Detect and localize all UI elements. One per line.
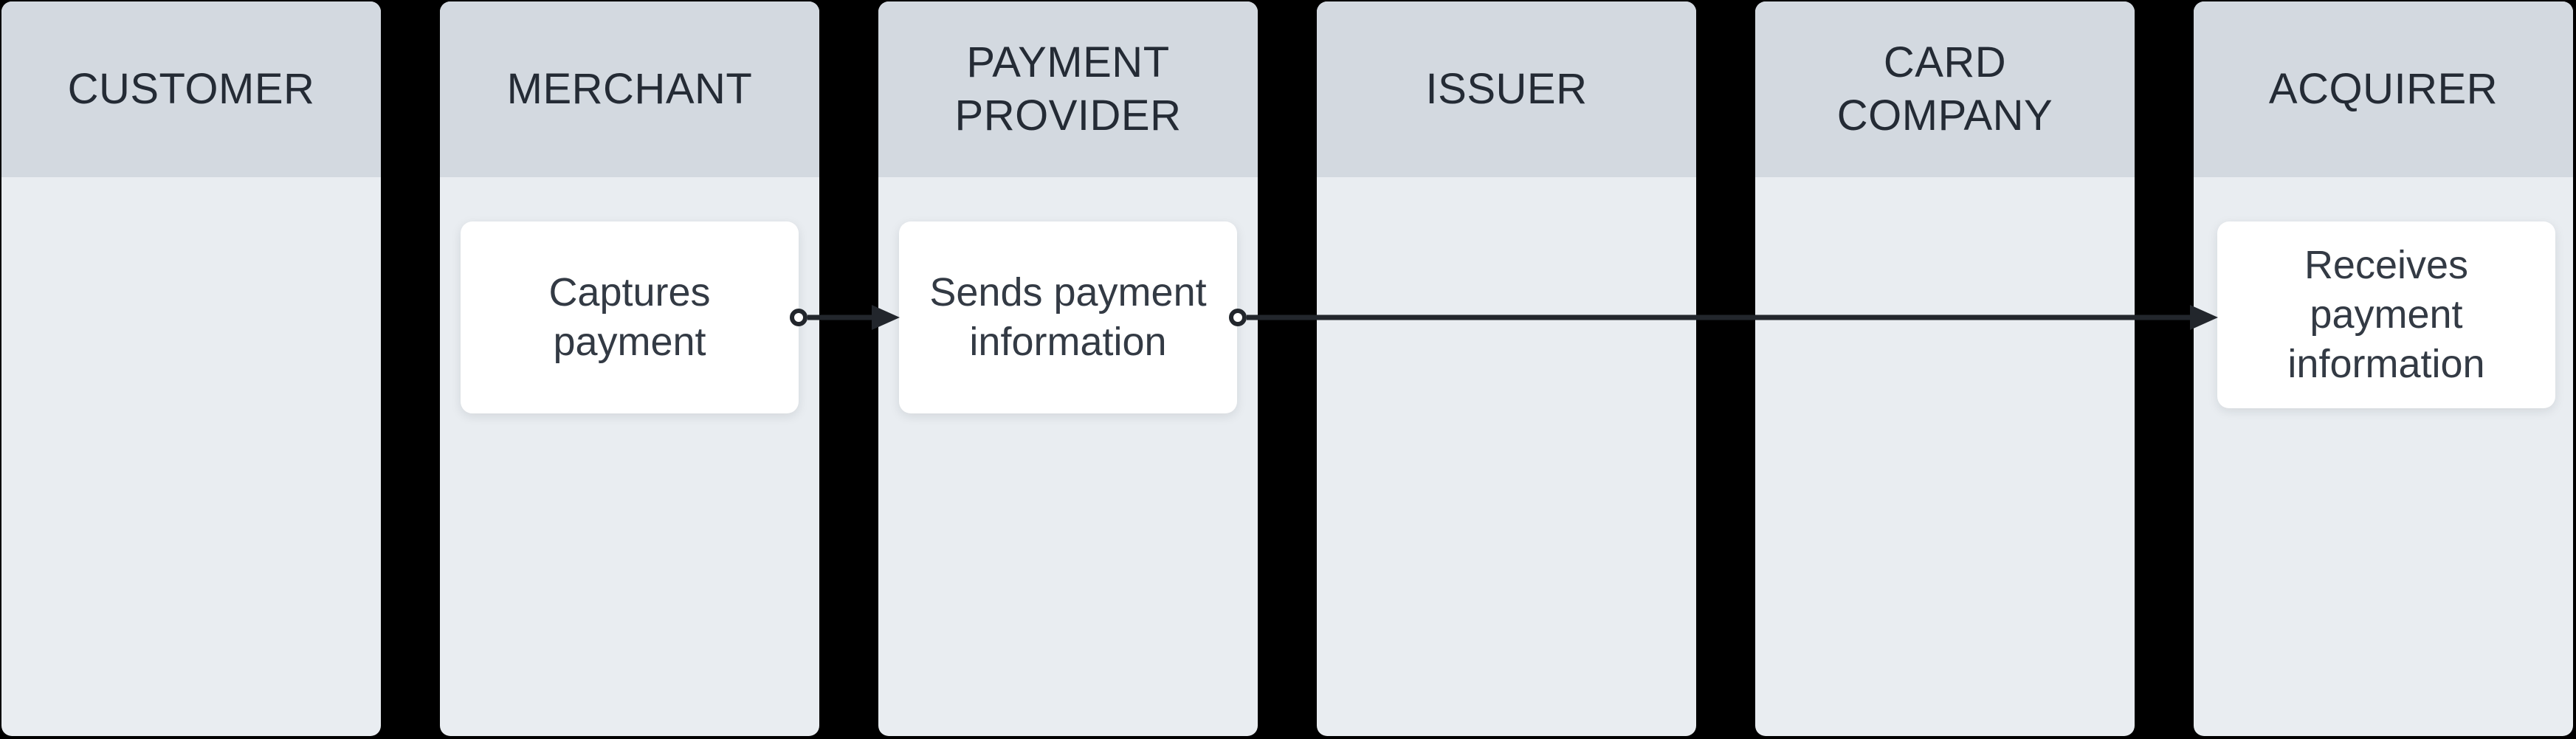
lane-title-merchant: MERCHANT	[506, 65, 753, 113]
lane-header-issuer[interactable]: ISSUER	[1317, 1, 1696, 177]
card-sends-payment-information[interactable]: Sends payment information	[899, 221, 1237, 413]
lane-issuer[interactable]: ISSUER	[1317, 1, 1696, 736]
lane-header-payment-provider[interactable]: PAYMENT PROVIDER	[878, 1, 1258, 177]
card-sends-payment-information-label: Sends payment information	[929, 270, 1207, 364]
lane-title-payment-provider: PAYMENT PROVIDER	[954, 38, 1182, 140]
lane-header-card-company[interactable]: CARD COMPANY	[1755, 1, 2135, 177]
lane-header-acquirer[interactable]: ACQUIRER	[2194, 1, 2573, 177]
lane-body-issuer	[1317, 177, 1696, 736]
lane-title-issuer: ISSUER	[1425, 65, 1588, 113]
card-captures-payment-label: Captures payment	[548, 270, 711, 364]
lane-title-acquirer: ACQUIRER	[2268, 65, 2498, 113]
lane-body-card-company	[1755, 177, 2135, 736]
card-receives-payment-information[interactable]: Receives payment information	[2217, 221, 2555, 408]
lane-header-merchant[interactable]: MERCHANT	[440, 1, 819, 177]
lane-header-customer[interactable]: CUSTOMER	[1, 1, 381, 177]
lane-customer[interactable]: CUSTOMER	[1, 1, 381, 736]
lane-body-customer	[1, 177, 381, 736]
lane-title-card-company: CARD COMPANY	[1836, 38, 2053, 140]
card-receives-payment-information-label: Receives payment information	[2287, 243, 2485, 386]
card-captures-payment[interactable]: Captures payment	[461, 221, 799, 413]
lane-card-company[interactable]: CARD COMPANY	[1755, 1, 2135, 736]
lane-title-customer: CUSTOMER	[67, 65, 315, 113]
